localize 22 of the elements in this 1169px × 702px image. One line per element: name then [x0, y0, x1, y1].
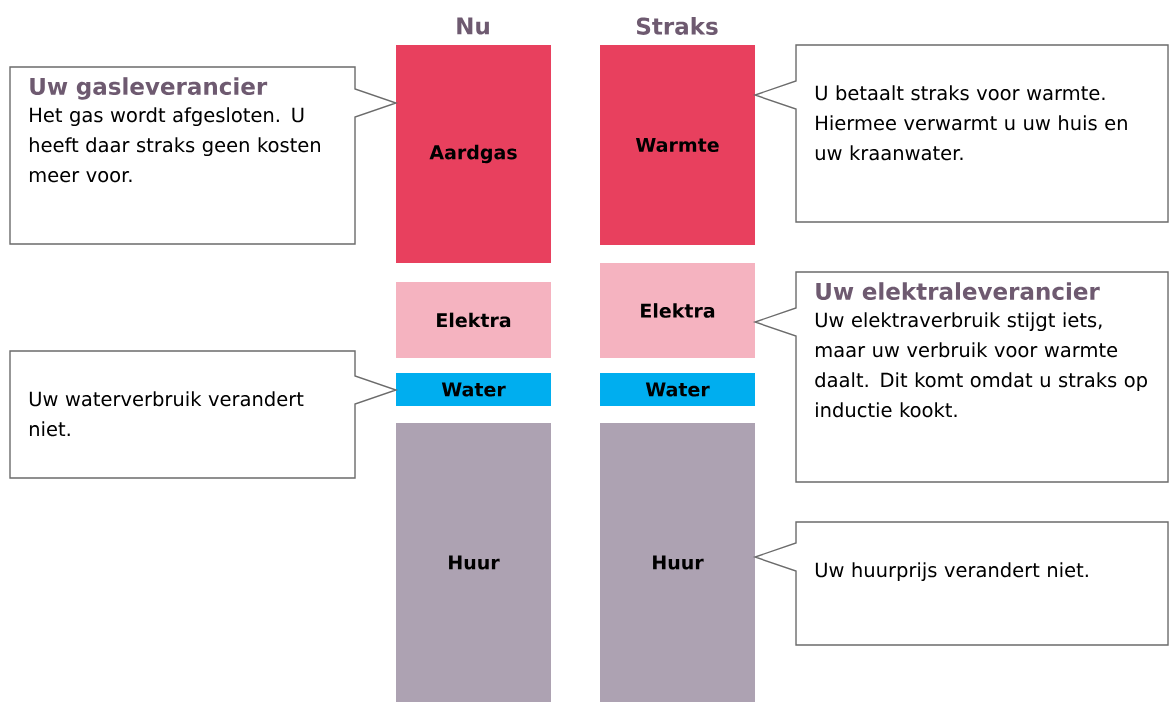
callout-box — [752, 521, 1169, 646]
callout-box — [9, 350, 399, 479]
bar-segment: Huur — [396, 423, 551, 702]
bar-segment: Elektra — [396, 282, 551, 358]
bar-segment: Huur — [600, 423, 755, 702]
callout-heading: Uw elektraleverancier — [816, 282, 1100, 300]
column-heading: Straks — [636, 17, 718, 35]
callout-heading: Uw gasleverancier — [30, 77, 268, 100]
callout-box — [752, 44, 1169, 223]
callout-text: Uw waterverbruik verandert niet. — [29, 391, 304, 437]
bar-segment: Aardgas — [396, 45, 551, 263]
bar-segment: Warmte — [600, 45, 755, 245]
callout-text: Uw huurprijs verandert niet. — [815, 562, 1088, 582]
bar-segment: Elektra — [600, 263, 755, 358]
bar-segment: Water — [600, 373, 755, 406]
callout-box — [752, 271, 1169, 483]
column-heading: Nu — [457, 17, 489, 35]
callout-box — [9, 66, 399, 245]
callout-text: Uw elektraverbruik stijgt iets, maar uw verbruik voor warmte daalt. Dit komt omdat u straks op inductie kookt. — [815, 312, 1147, 418]
bar-segment: Water — [396, 373, 551, 406]
callout-text: Het gas wordt afgesloten. U heeft daar straks geen kosten meer voor. — [30, 107, 320, 183]
callout-text: U betaalt straks voor warmte. Hiermee verwarmt u uw huis en uw kraanwater. — [815, 85, 1127, 161]
